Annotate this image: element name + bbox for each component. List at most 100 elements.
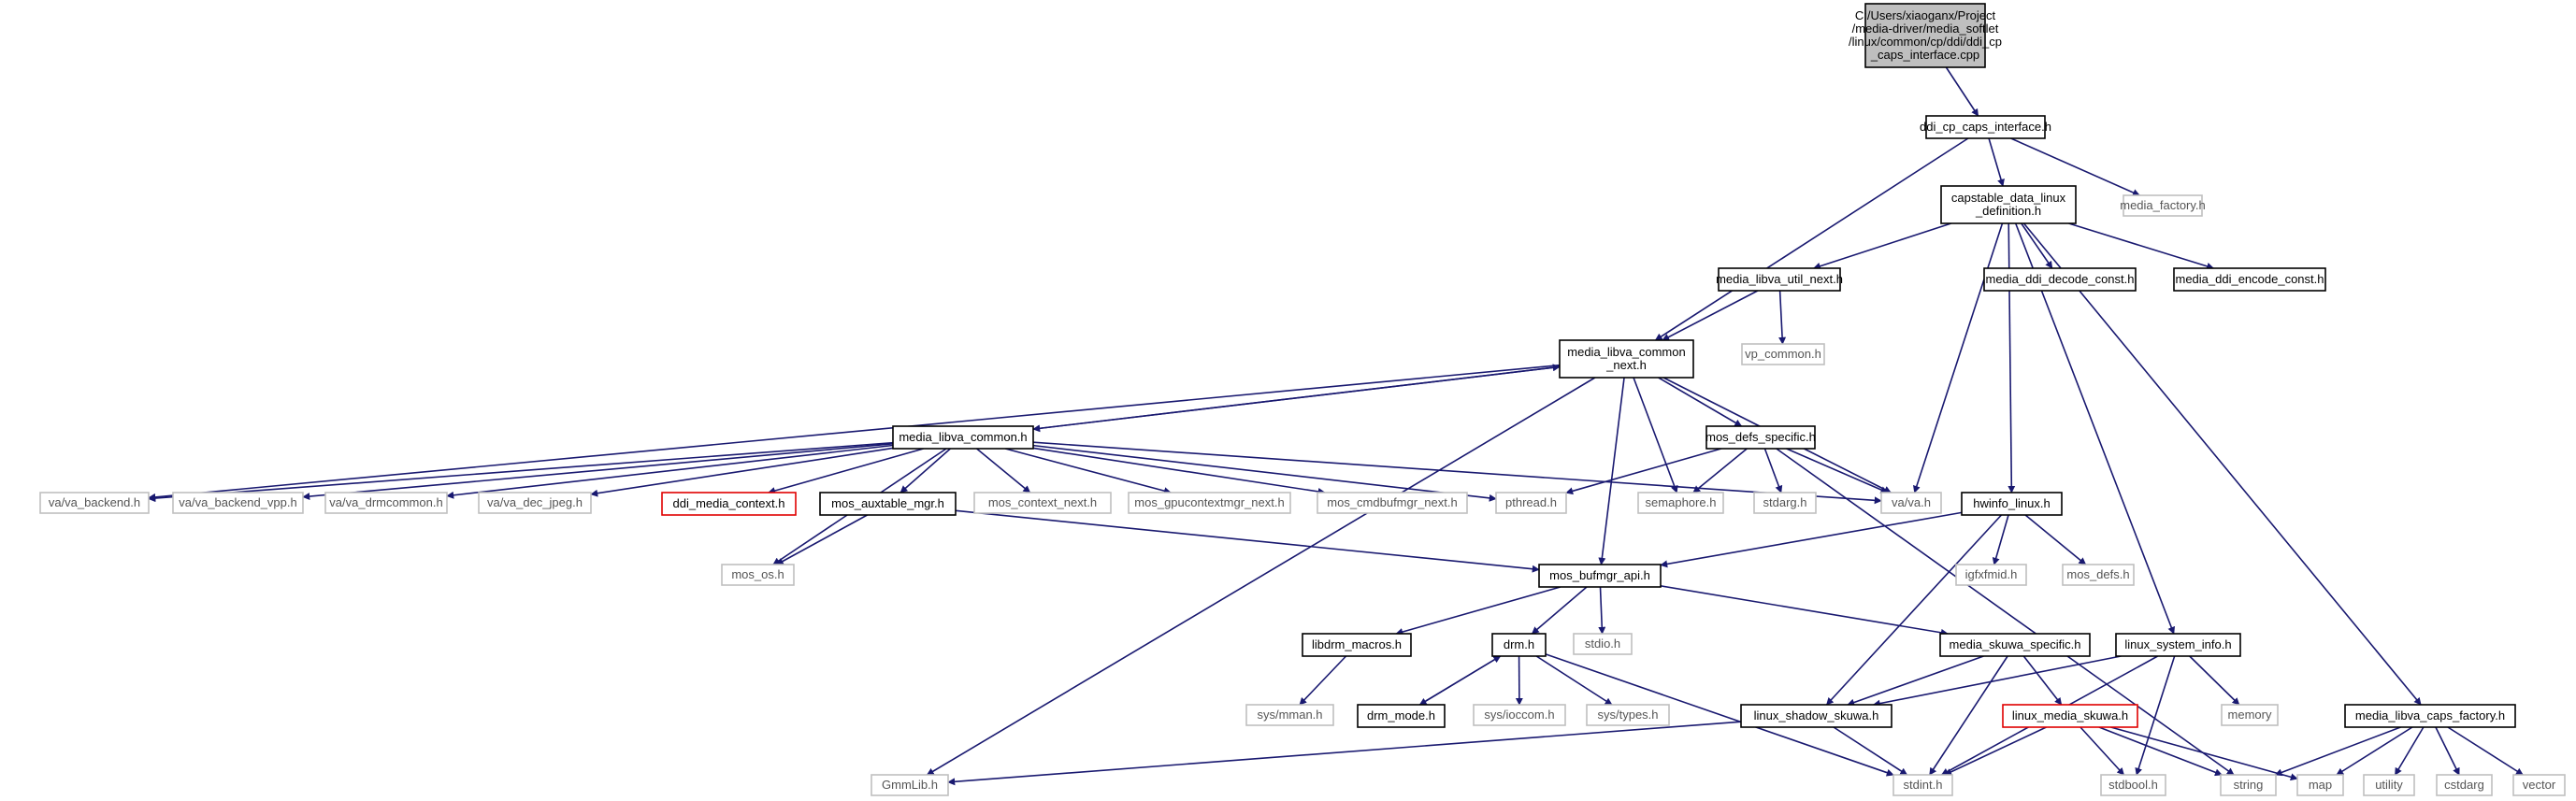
- node-label: sys/ioccom.h: [1484, 708, 1554, 722]
- edge-libdrm_macros-to-sys_mman: [1299, 655, 1347, 706]
- node-box: [1559, 339, 1694, 379]
- node-box: [1491, 633, 1547, 657]
- node-label: /media-driver/media_softlet: [1852, 21, 1999, 36]
- node-util_next[interactable]: media_libva_util_next.h: [1716, 267, 1843, 292]
- node-box: [1586, 704, 1670, 726]
- node-label: memory: [2228, 708, 2272, 722]
- node-box: [2296, 774, 2344, 796]
- node-encode_const[interactable]: media_ddi_encode_const.h: [2173, 267, 2326, 292]
- edge-libva_common-to-mos_cmdbuf: [1032, 447, 1326, 495]
- node-va_backend: va/va_backend.h: [39, 492, 150, 514]
- node-label: semaphore.h: [1646, 495, 1717, 509]
- edge-capstable-to-linux_system_info: [2014, 222, 2176, 635]
- node-stdio: stdio.h: [1573, 633, 1633, 655]
- node-root[interactable]: C:/Users/xiaoganx/Project/media-driver/m…: [1849, 3, 2002, 68]
- node-label: mos_cmdbufmgr_next.h: [1327, 495, 1457, 509]
- edge-linux_media_skuwa-to-stdint: [1944, 726, 2047, 776]
- node-box: [661, 492, 797, 516]
- edge-libva_common_next-to-bufmgr_api: [1598, 377, 1625, 565]
- node-box: [1955, 564, 2027, 586]
- edge-bufmgr_api-to-drm: [1531, 586, 1588, 635]
- edge-skuwa_specific-to-linux_media_skuwa: [2022, 655, 2063, 706]
- node-box: [1302, 633, 1412, 657]
- node-box: [1718, 267, 1841, 292]
- node-media_factory: media_factory.h: [2120, 194, 2206, 217]
- node-box: [892, 425, 1034, 450]
- edge-mos_defs_specific-to-string: [1776, 448, 2235, 776]
- node-vector: vector: [2512, 774, 2566, 796]
- node-label: map: [2309, 778, 2332, 792]
- node-libva_common_next[interactable]: media_libva_common_next.h: [1559, 339, 1694, 379]
- node-box: [1495, 492, 1567, 514]
- node-label: hwinfo_linux.h: [1973, 496, 2050, 510]
- edge-linux_system_info-to-stdbool: [2135, 655, 2176, 776]
- node-label: ddi_media_context.h: [673, 496, 785, 510]
- node-box: [1128, 492, 1291, 514]
- edge-mos_defs_specific-to-va_va: [1786, 448, 1889, 493]
- node-box: [721, 564, 795, 586]
- node-mos_defs_specific[interactable]: mos_defs_specific.h: [1705, 425, 1816, 450]
- node-shadow_skuwa[interactable]: linux_shadow_skuwa.h: [1740, 704, 1892, 728]
- edge-drm_mode-to-drm: [1418, 655, 1502, 706]
- node-capstable[interactable]: capstable_data_linux_definition.h: [1940, 185, 2077, 224]
- node-utility: utility: [2363, 774, 2415, 796]
- node-caps_factory[interactable]: media_libva_caps_factory.h: [2344, 704, 2516, 728]
- node-box: [819, 492, 957, 516]
- node-mos_auxtable[interactable]: mos_auxtable_mgr.h: [819, 492, 957, 516]
- node-box: [973, 492, 1112, 514]
- node-decode_const[interactable]: media_ddi_decode_const.h: [1983, 267, 2137, 292]
- node-box: [1317, 492, 1468, 514]
- node-box: [1925, 115, 2046, 139]
- node-box: [2512, 774, 2566, 796]
- node-hwinfo[interactable]: hwinfo_linux.h: [1961, 492, 2063, 516]
- edge-linux_media_skuwa-to-string: [2098, 726, 2223, 777]
- node-label: media_libva_caps_factory.h: [2355, 708, 2505, 722]
- edge-libva_common-to-va_dec_jpeg: [590, 447, 894, 497]
- node-box: [2173, 267, 2326, 292]
- node-drm_mode[interactable]: drm_mode.h: [1357, 704, 1446, 728]
- node-label: va/va_drmcommon.h: [329, 495, 442, 509]
- node-igfxfmid: igfxfmid.h: [1955, 564, 2027, 586]
- node-linux_media_skuwa[interactable]: linux_media_skuwa.h: [2002, 704, 2138, 728]
- node-box: [871, 774, 949, 796]
- node-box: [2436, 774, 2493, 796]
- node-box: [2221, 704, 2279, 726]
- node-box: [1473, 704, 1566, 726]
- node-label: cstdarg: [2444, 778, 2484, 792]
- node-libdrm_macros[interactable]: libdrm_macros.h: [1302, 633, 1412, 657]
- edge-root-to-ddi_cp_caps: [1945, 66, 1979, 117]
- edge-libva_common-to-mos_auxtable: [899, 448, 951, 493]
- node-mos_gpuctx: mos_gpucontextmgr_next.h: [1128, 492, 1291, 514]
- node-ddi_cp_caps[interactable]: ddi_cp_caps_interface.h: [1920, 115, 2051, 139]
- node-label: media_libva_util_next.h: [1716, 272, 1843, 286]
- node-label: media_factory.h: [2120, 198, 2206, 212]
- node-label: va/va_backend.h: [49, 495, 140, 509]
- edge-libva_common_next-to-gmmlib: [926, 377, 1596, 776]
- node-va_drmcommon: va/va_drmcommon.h: [324, 492, 448, 514]
- edge-libva_common-to-pthread: [1032, 444, 1497, 502]
- node-box: [2363, 774, 2415, 796]
- node-ddi_media_context[interactable]: ddi_media_context.h: [661, 492, 797, 516]
- node-skuwa_specific[interactable]: media_skuwa_specific.h: [1939, 633, 2091, 657]
- edge-libva_common-to-libva_common_next: [1032, 364, 1561, 430]
- edge-skuwa_specific-to-stdint: [1929, 655, 2008, 776]
- node-drm[interactable]: drm.h: [1491, 633, 1547, 657]
- node-pthread: pthread.h: [1495, 492, 1567, 514]
- node-va_dec_jpeg: va/va_dec_jpeg.h: [478, 492, 592, 514]
- node-label: capstable_data_linux: [1951, 191, 2066, 205]
- node-libva_common[interactable]: media_libva_common.h: [892, 425, 1034, 450]
- node-bufmgr_api[interactable]: mos_bufmgr_api.h: [1538, 564, 1662, 588]
- nodes-layer: C:/Users/xiaoganx/Project/media-driver/m…: [39, 3, 2566, 796]
- node-box: [39, 492, 150, 514]
- node-label: stdio.h: [1585, 637, 1620, 651]
- node-linux_system_info[interactable]: linux_system_info.h: [2115, 633, 2241, 657]
- edge-libva_common-to-mos_context_next: [976, 448, 1031, 493]
- node-mos_context_next: mos_context_next.h: [973, 492, 1112, 514]
- node-label: va/va_dec_jpeg.h: [487, 495, 583, 509]
- edge-mos_defs_specific-to-semaphore: [1692, 448, 1748, 493]
- edge-capstable-to-decode_const: [2021, 222, 2053, 269]
- node-box: [1753, 492, 1817, 514]
- node-box: [1880, 492, 1942, 514]
- edge-shadow_skuwa-to-gmmlib: [947, 721, 1742, 786]
- edge-hwinfo-to-bufmgr_api: [1660, 511, 1963, 568]
